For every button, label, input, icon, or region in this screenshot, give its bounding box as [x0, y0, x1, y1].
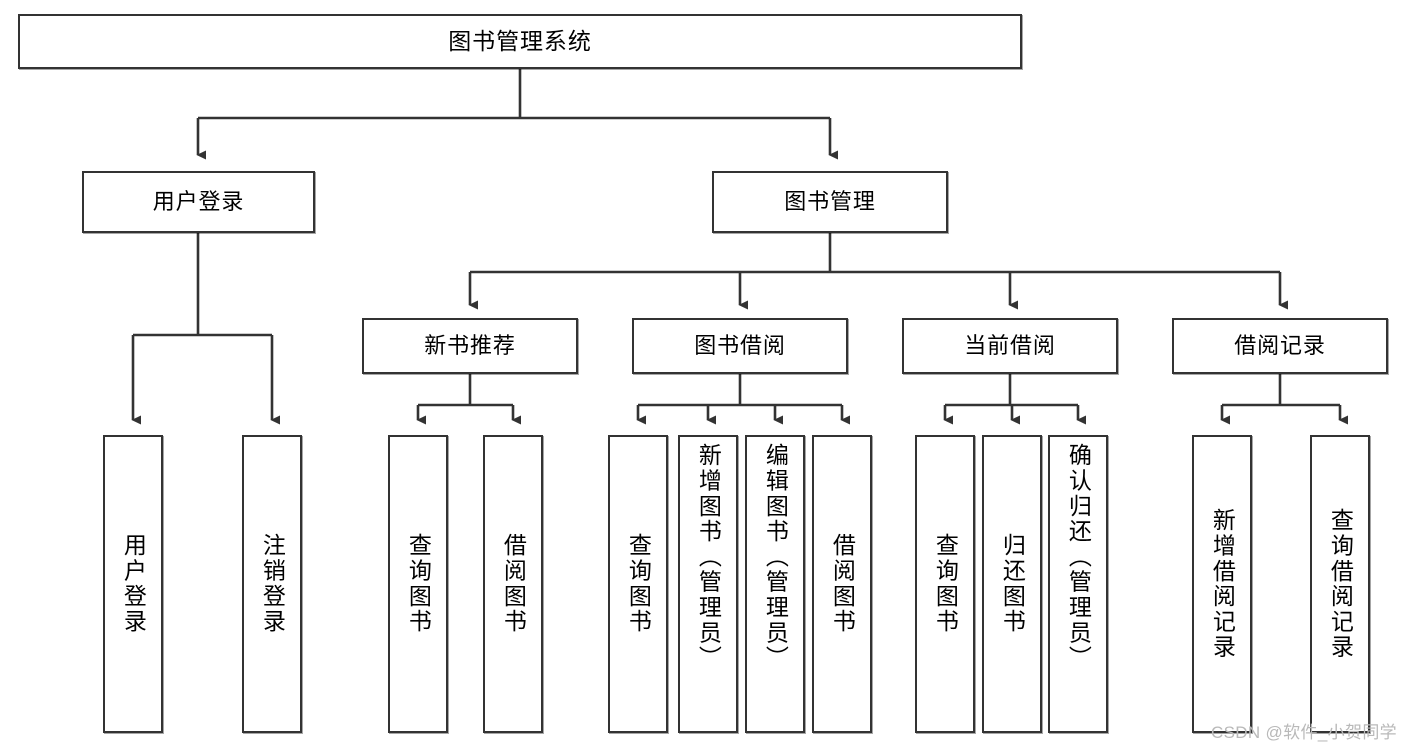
leaf-bb-borrow-book[interactable]: 借阅图书: [812, 435, 872, 733]
leaf-nb-query-book[interactable]: 查询图书: [388, 435, 448, 733]
leaf-nb-borrow-book[interactable]: 借阅图书: [483, 435, 543, 733]
node-new-book-recommend-label: 新书推荐: [424, 332, 516, 358]
node-borrow-record[interactable]: 借阅记录: [1172, 318, 1388, 374]
leaf-cb-query-book-label: 查询图书: [932, 533, 959, 635]
node-user-login[interactable]: 用户登录: [82, 171, 315, 233]
leaf-bb-edit-book[interactable]: 编辑图书（管理员）: [745, 435, 805, 733]
node-current-borrow[interactable]: 当前借阅: [902, 318, 1118, 374]
leaf-cb-confirm-return-label: 确认归还（管理员）: [1065, 443, 1092, 671]
leaf-logout-label: 注销登录: [259, 533, 286, 635]
leaf-user-login-label: 用户登录: [120, 533, 147, 635]
leaf-cb-query-book[interactable]: 查询图书: [915, 435, 975, 733]
leaf-cb-return-book[interactable]: 归还图书: [982, 435, 1042, 733]
leaf-br-add-record[interactable]: 新增借阅记录: [1192, 435, 1252, 733]
leaf-bb-add-book-label: 新增图书（管理员）: [695, 443, 722, 671]
leaf-br-query-record-label: 查询借阅记录: [1327, 508, 1354, 660]
node-book-borrow[interactable]: 图书借阅: [632, 318, 848, 374]
leaf-bb-borrow-book-label: 借阅图书: [829, 533, 856, 635]
csdn-watermark: CSDN @软件_小贺同学: [1210, 723, 1397, 742]
node-user-login-label: 用户登录: [152, 188, 245, 214]
leaf-user-login[interactable]: 用户登录: [103, 435, 163, 733]
leaf-br-query-record[interactable]: 查询借阅记录: [1310, 435, 1370, 733]
leaf-cb-confirm-return[interactable]: 确认归还（管理员）: [1048, 435, 1108, 733]
node-book-management-label: 图书管理: [784, 188, 876, 214]
node-book-management[interactable]: 图书管理: [712, 171, 948, 233]
leaf-bb-query-book-label: 查询图书: [625, 533, 652, 635]
leaf-logout[interactable]: 注销登录: [242, 435, 302, 733]
leaf-br-add-record-label: 新增借阅记录: [1209, 508, 1236, 660]
node-borrow-record-label: 借阅记录: [1234, 332, 1326, 358]
node-new-book-recommend[interactable]: 新书推荐: [362, 318, 578, 374]
node-root[interactable]: 图书管理系统: [18, 14, 1022, 69]
leaf-nb-borrow-book-label: 借阅图书: [500, 533, 527, 635]
node-current-borrow-label: 当前借阅: [964, 332, 1056, 358]
leaf-cb-return-book-label: 归还图书: [999, 533, 1026, 635]
node-book-borrow-label: 图书借阅: [694, 332, 786, 358]
leaf-bb-edit-book-label: 编辑图书（管理员）: [762, 443, 789, 671]
node-root-label: 图书管理系统: [448, 28, 592, 55]
leaf-bb-query-book[interactable]: 查询图书: [608, 435, 668, 733]
leaf-nb-query-book-label: 查询图书: [405, 533, 432, 635]
leaf-bb-add-book[interactable]: 新增图书（管理员）: [678, 435, 738, 733]
